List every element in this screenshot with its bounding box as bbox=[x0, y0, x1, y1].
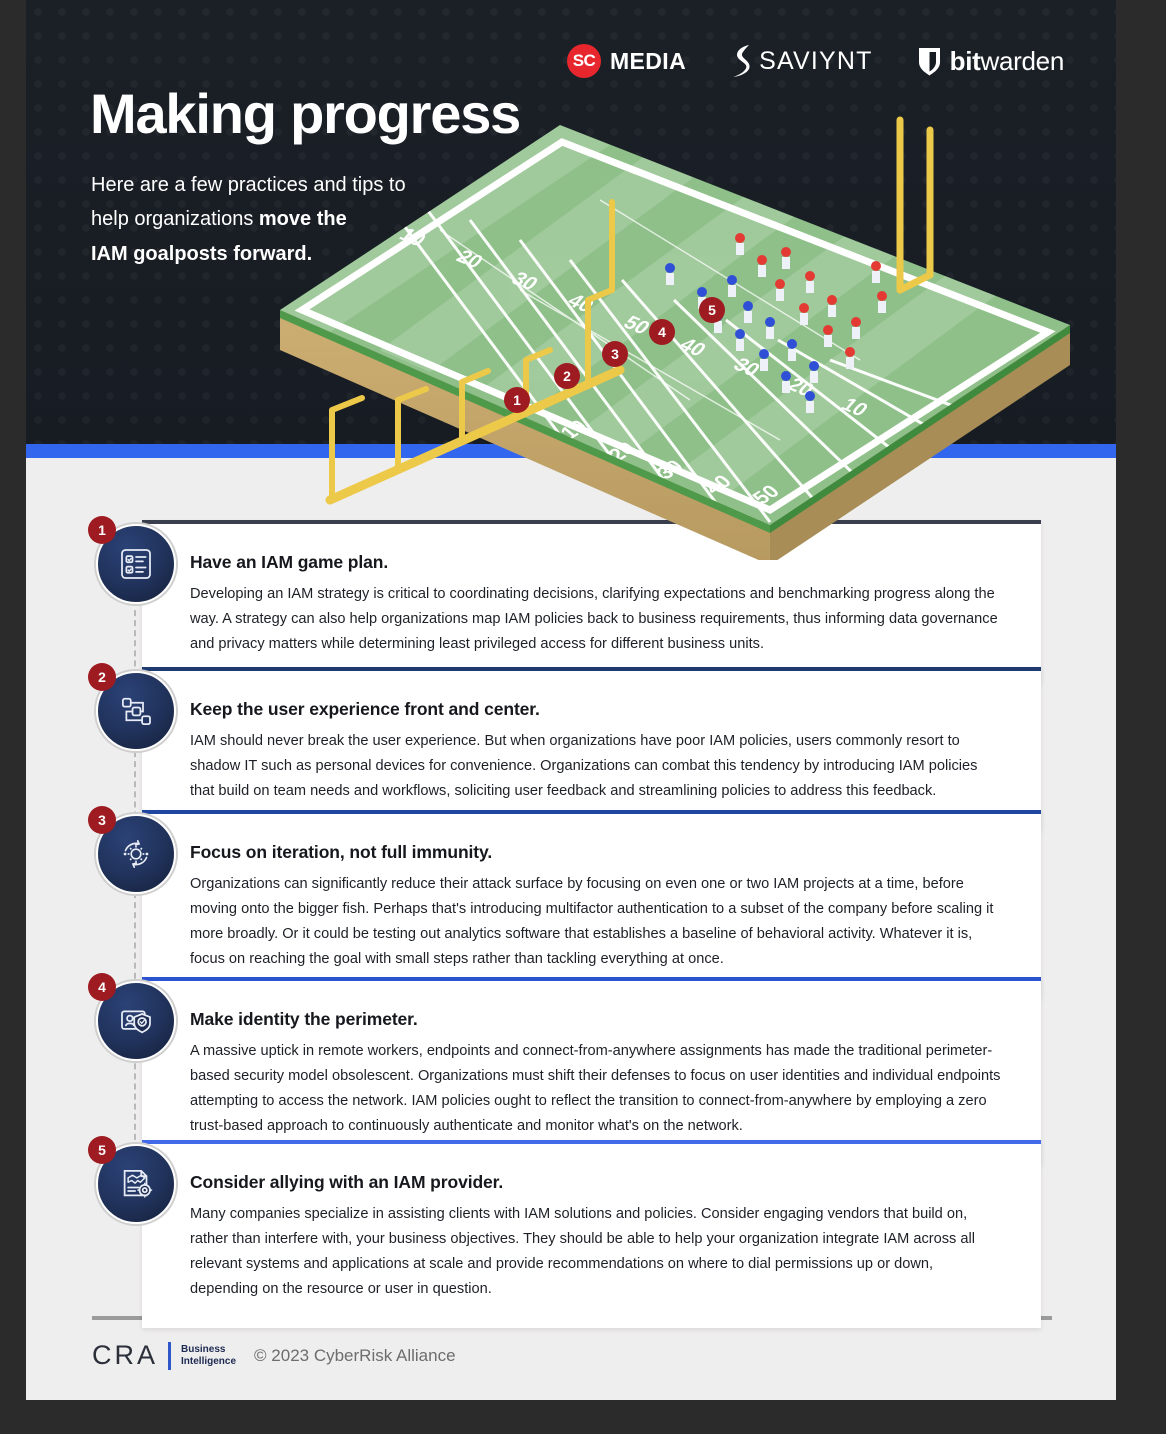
cra-wordmark: CRA bbox=[92, 1340, 159, 1370]
bitwarden-logo: bitwarden bbox=[917, 46, 1064, 77]
bitwarden-shield-icon bbox=[918, 47, 940, 75]
sc-media-logo: SC MEDIA bbox=[567, 44, 686, 78]
step-4-number-badge: 4 bbox=[88, 973, 116, 1001]
step-1-title: Have an IAM game plan. bbox=[190, 552, 389, 572]
cra-logo: CRA Business Intelligence bbox=[92, 1340, 236, 1371]
step-5-body: Many companies specialize in assisting c… bbox=[190, 1206, 975, 1298]
copyright-text: © 2023 CyberRisk Alliance bbox=[254, 1345, 456, 1365]
page-title: Making progress bbox=[90, 82, 521, 145]
step-2-card[interactable]: Keep the user experience front and cente… bbox=[142, 667, 1041, 831]
step-3-number-badge: 3 bbox=[88, 806, 116, 834]
step-1-card[interactable]: Have an IAM game plan. Developing an IAM… bbox=[142, 520, 1041, 684]
step-3-card[interactable]: Focus on iteration, not full immunity. O… bbox=[142, 810, 1041, 999]
cra-logo-subtitle: Business Intelligence bbox=[181, 1344, 236, 1368]
sc-media-wordmark: MEDIA bbox=[610, 47, 687, 74]
cra-sub-line-1: Business bbox=[181, 1343, 226, 1355]
hero-header: SC MEDIA SAVIYNT bitwarden Making progre… bbox=[26, 0, 1116, 444]
step-1-number-badge: 1 bbox=[88, 516, 116, 544]
step-2-body: IAM should never break the user experien… bbox=[190, 733, 978, 800]
hero-subtitle: Here are a few practices and tips to hel… bbox=[91, 174, 406, 265]
workflow-icon bbox=[122, 697, 151, 725]
step-1-body: Developing an IAM strategy is critical t… bbox=[190, 586, 998, 653]
footer: CRA Business Intelligence © 2023 CyberRi… bbox=[92, 1340, 456, 1371]
saviynt-swoosh-icon bbox=[733, 45, 750, 77]
step-3-body: Organizations can significantly reduce t… bbox=[190, 876, 994, 968]
step-4-card[interactable]: Make identity the perimeter. A massive u… bbox=[142, 977, 1041, 1166]
handshake-doc-icon bbox=[123, 1170, 153, 1198]
step-2-title: Keep the user experience front and cente… bbox=[190, 699, 540, 719]
step-3-title: Focus on iteration, not full immunity. bbox=[190, 842, 493, 862]
step-5-icon-medallion bbox=[96, 1144, 176, 1224]
bitwarden-wordmark: bitwarden bbox=[949, 45, 1065, 76]
step-4-body: A massive uptick in remote workers, endp… bbox=[190, 1043, 1001, 1135]
step-5-card[interactable]: Consider allying with an IAM provider. M… bbox=[142, 1140, 1041, 1329]
cra-sub-line-2: Intelligence bbox=[181, 1355, 237, 1367]
sc-media-badge-icon: SC bbox=[567, 44, 601, 78]
step-2-number-badge: 2 bbox=[88, 663, 116, 691]
gear-cycle-icon bbox=[123, 840, 149, 868]
cra-logo-divider bbox=[168, 1341, 172, 1370]
saviynt-logo: SAVIYNT bbox=[730, 44, 873, 78]
id-shield-icon bbox=[121, 1010, 151, 1034]
saviynt-wordmark: SAVIYNT bbox=[759, 46, 873, 75]
step-5-number-badge: 5 bbox=[88, 1136, 116, 1164]
checklist-icon bbox=[121, 549, 151, 579]
sponsor-logo-bar: SC MEDIA SAVIYNT bitwarden bbox=[567, 44, 1064, 78]
accent-divider-bar bbox=[26, 444, 1116, 458]
step-4-title: Make identity the perimeter. bbox=[190, 1009, 418, 1029]
step-5-title: Consider allying with an IAM provider. bbox=[190, 1172, 504, 1192]
